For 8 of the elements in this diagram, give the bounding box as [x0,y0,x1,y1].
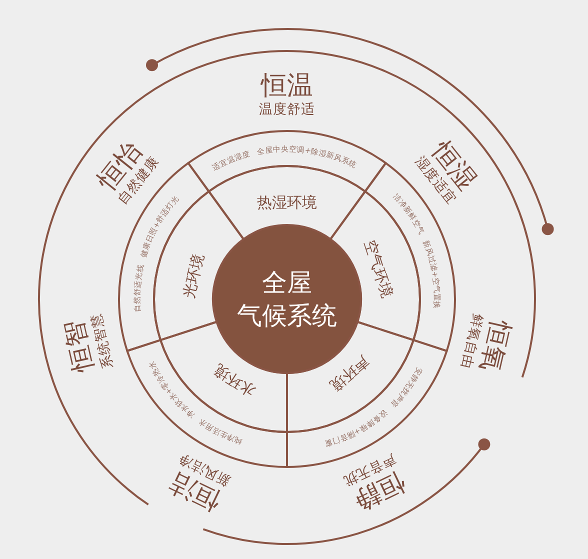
sector-label: 水环境 [212,360,258,398]
sector-label: 空气环境 [362,238,395,300]
sector-label: 声环境 [326,352,371,393]
sector-label: 光环境 [181,252,207,300]
hub-title: 全屋气候系统 [236,267,338,332]
feature-heading: 恒温 [261,73,313,99]
feature-subtitle: 温度舒适 [259,103,315,117]
sector-label: 热湿环境 [257,196,317,210]
